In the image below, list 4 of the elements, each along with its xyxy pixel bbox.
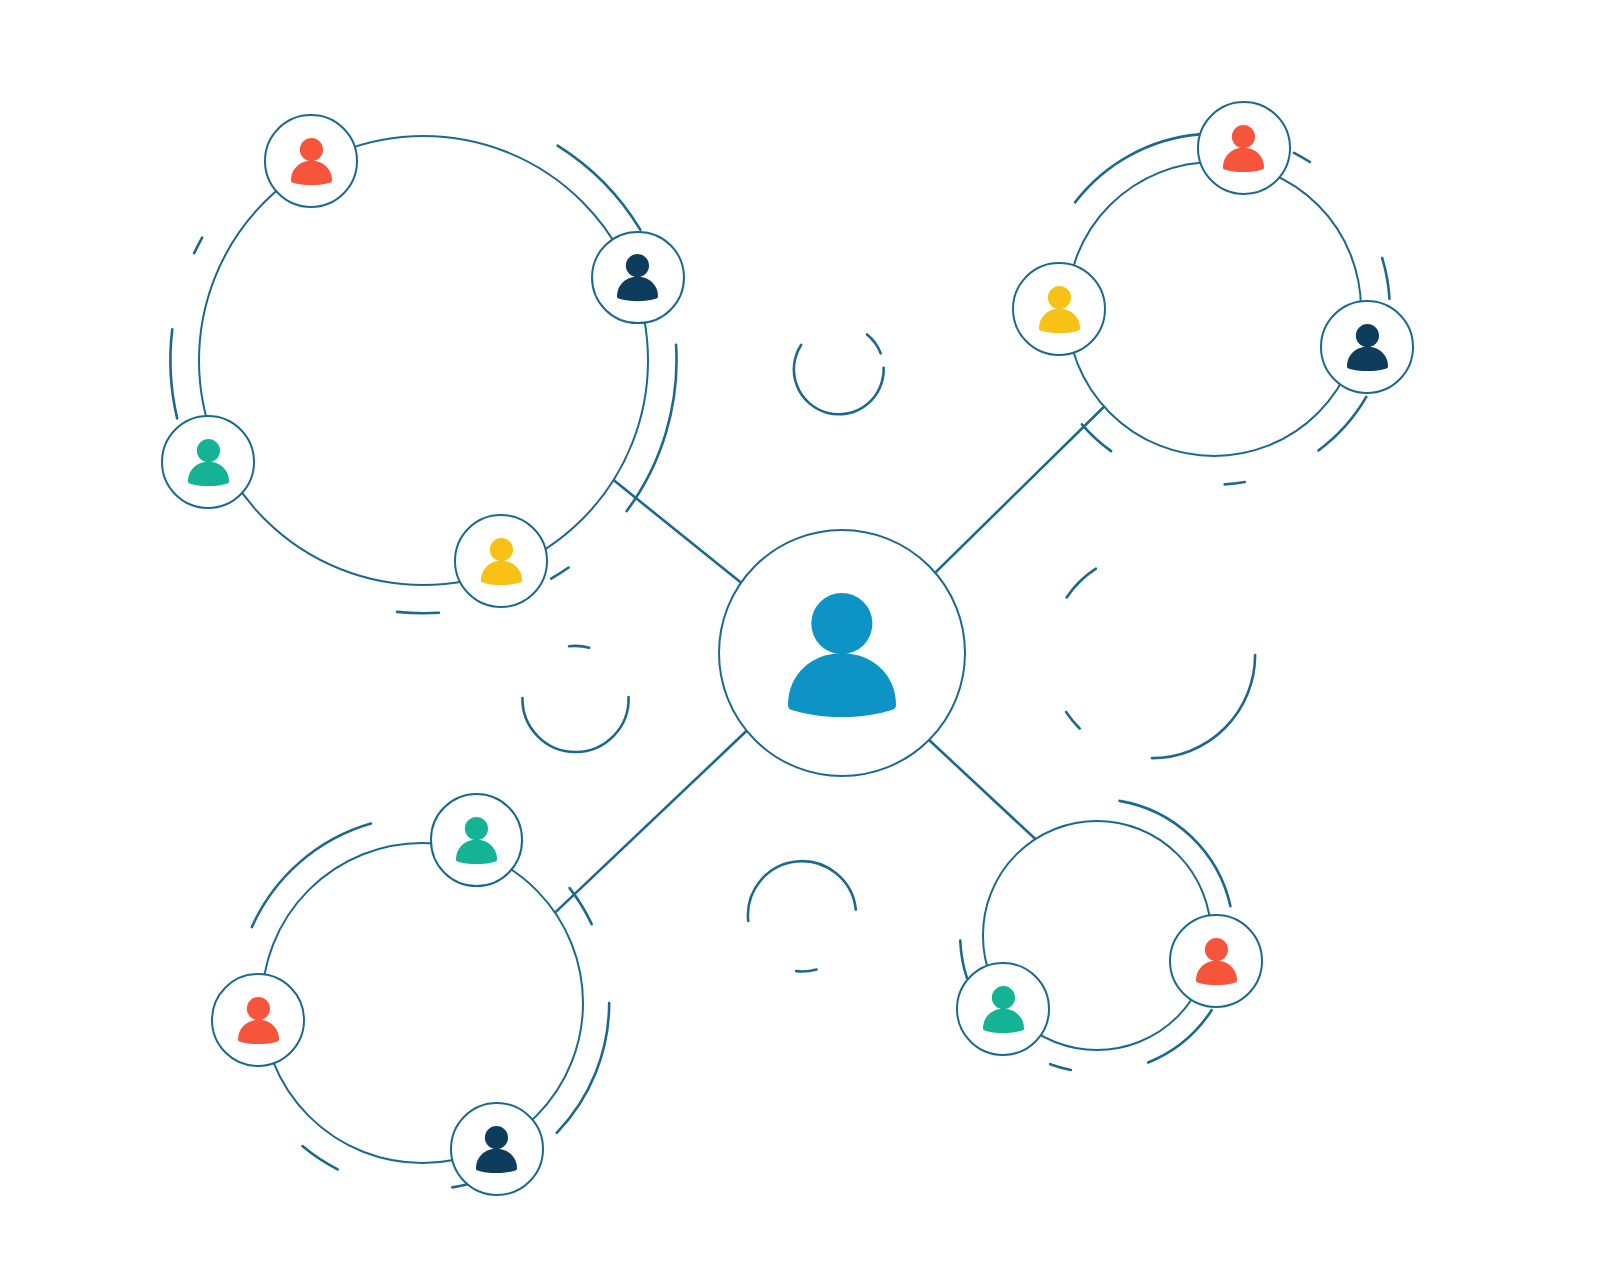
- connector-line: [554, 730, 748, 914]
- connector-line: [934, 405, 1105, 574]
- connector-line: [612, 479, 742, 584]
- connector-line: [928, 739, 1037, 840]
